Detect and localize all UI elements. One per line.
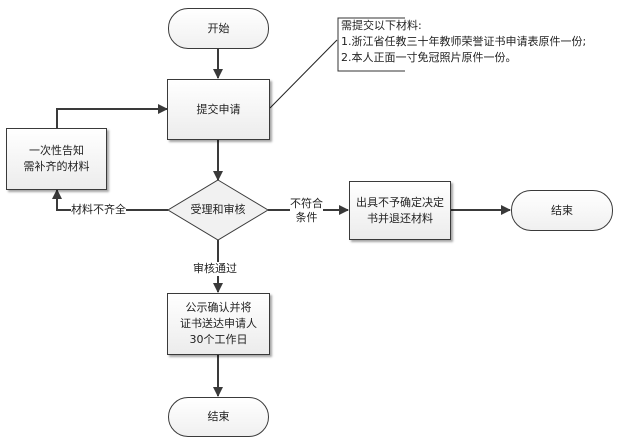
notify-missing-box: 一次性告知 需补齐的材料 xyxy=(6,128,107,190)
submit-application-box: 提交申请 xyxy=(167,79,270,140)
end-terminal-bottom: 结束 xyxy=(168,397,269,437)
reject-box: 出具不予确定决定 书并退还材料 xyxy=(349,181,451,240)
edge-label-fail: 不符合 条件 xyxy=(290,197,323,225)
arrow-review-notify xyxy=(52,189,168,211)
note-line: 1.浙江省任教三十年教师荣誉证书申请表原件一份; xyxy=(341,35,587,48)
edge-label-incomplete: 材料不齐全 xyxy=(71,203,126,217)
note-bracket xyxy=(337,17,405,72)
end-right-label: 结束 xyxy=(551,203,573,217)
review-label-wrap: 受理和审核 xyxy=(168,200,268,220)
edge-fail-line: 不符合 xyxy=(290,197,323,210)
start-label: 开始 xyxy=(207,21,230,35)
notify-line: 需补齐的材料 xyxy=(23,160,90,173)
publish-line: 证书送达申请人 xyxy=(180,317,257,330)
publish-line: 公示确认并将 xyxy=(185,301,252,314)
publish-box: 公示确认并将 证书送达申请人 30个工作日 xyxy=(167,293,270,355)
note-line: 2.本人正面一寸免冠照片原件一份。 xyxy=(341,51,517,64)
start-terminal: 开始 xyxy=(168,8,269,49)
materials-note: 需提交以下材料: 1.浙江省任教三十年教师荣誉证书申请表原件一份; 2.本人正面… xyxy=(341,18,586,66)
arrow-notify-submit xyxy=(56,104,168,128)
submit-label: 提交申请 xyxy=(196,102,241,116)
review-label: 受理和审核 xyxy=(190,203,246,216)
edge-label-pass: 审核通过 xyxy=(193,262,237,276)
edge-fail-line: 条件 xyxy=(295,211,318,224)
notify-line: 一次性告知 xyxy=(29,144,84,157)
end-bottom-label: 结束 xyxy=(207,410,230,423)
reject-line: 书并退还材料 xyxy=(367,211,433,225)
end-terminal-right: 结束 xyxy=(511,190,613,231)
note-connector xyxy=(269,39,338,109)
reject-line: 出具不予确定决定 xyxy=(356,195,444,209)
note-line: 需提交以下材料: xyxy=(341,19,422,32)
publish-line: 30个工作日 xyxy=(189,333,248,346)
